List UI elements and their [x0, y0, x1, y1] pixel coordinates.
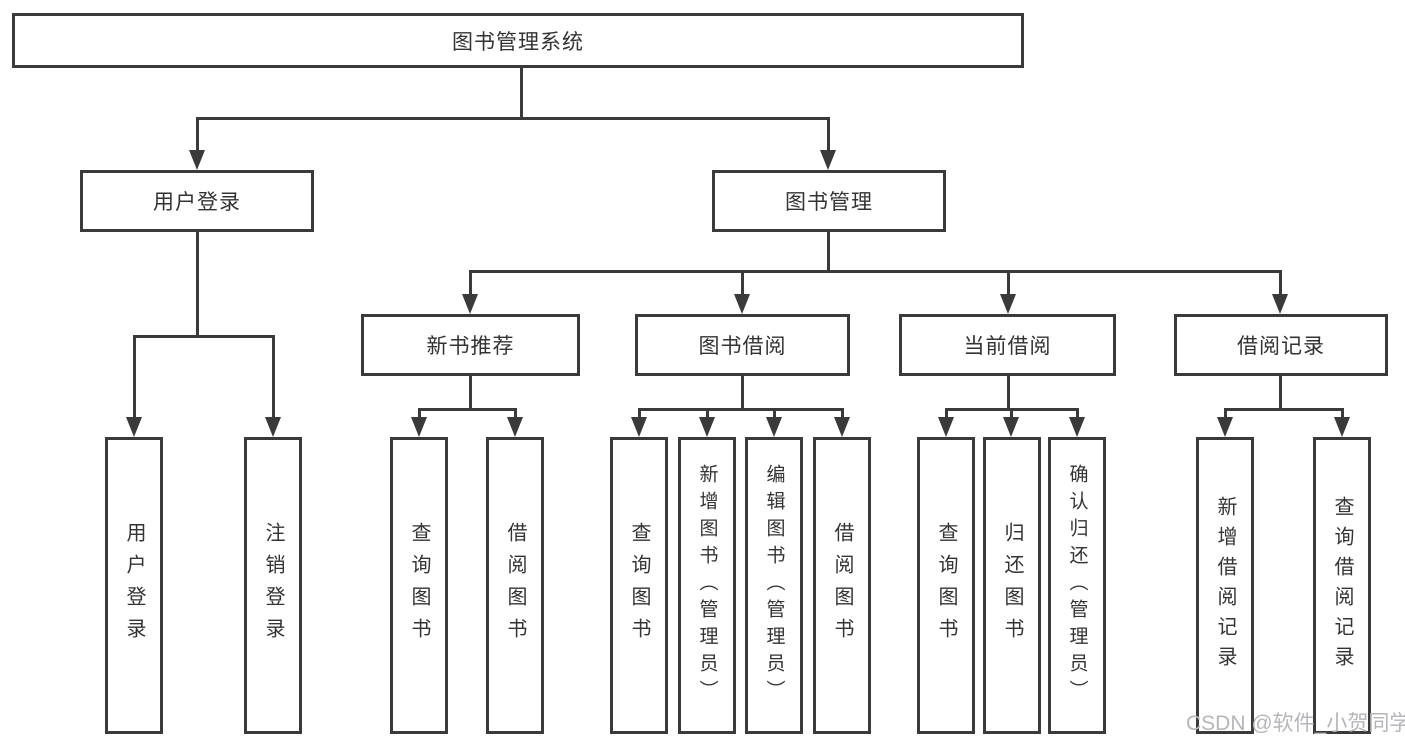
arrow-down-newrec-query: [411, 417, 427, 437]
node-borrow-records: 借阅记录: [1174, 314, 1388, 376]
connector-drop-newrec-query: [418, 408, 421, 420]
node-root: 图书管理系统: [12, 13, 1024, 68]
arrow-down-borrow-edit: [766, 417, 782, 437]
node-user-login: 用户登录: [80, 170, 314, 232]
leaf-records-query-record: 查询借阅记录: [1313, 437, 1371, 734]
connector-drop-current-borrow: [1007, 270, 1010, 296]
arrow-down-book-management: [820, 150, 836, 170]
leaf-current-confirm-return: 确认归还（管理员）: [1048, 437, 1106, 734]
leaf-user-login: 用户登录: [105, 437, 163, 734]
connector-drop-current-return: [1010, 408, 1013, 420]
arrow-down-new-book-recommend: [462, 294, 478, 314]
leaf-current-query-book: 查询图书: [917, 437, 975, 734]
connector-drop-leaf-logout: [272, 335, 275, 419]
arrow-down-current-confirm: [1069, 417, 1085, 437]
connector-drop-newrec-borrow: [514, 408, 517, 420]
connector-drop-records-query: [1341, 408, 1344, 420]
connector-book-borrow-stem: [741, 376, 744, 410]
connector-root-stem: [520, 68, 523, 118]
arrow-down-user-login: [189, 150, 205, 170]
leaf-logout: 注销登录: [244, 437, 302, 734]
arrow-down-records-add: [1217, 417, 1233, 437]
leaf-records-add-record-label: 新增借阅记录: [1214, 495, 1236, 676]
node-book-management-label: 图书管理: [785, 191, 873, 214]
connector-book-borrow-hline: [638, 408, 844, 411]
connector-drop-borrow-edit: [773, 408, 776, 420]
leaf-newrec-borrow-book-label: 借阅图书: [504, 521, 526, 650]
arrow-down-newrec-borrow: [507, 417, 523, 437]
leaf-borrow-edit-book: 编辑图书（管理员）: [745, 437, 803, 734]
leaf-current-return-book: 归还图书: [983, 437, 1041, 734]
csdn-watermark: CSDN @软件_小贺同学: [1186, 712, 1405, 735]
node-new-book-recommend: 新书推荐: [361, 314, 580, 376]
connector-drop-current-confirm: [1076, 408, 1079, 420]
leaf-records-query-record-label: 查询借阅记录: [1331, 495, 1353, 676]
connector-drop-records-add: [1224, 408, 1227, 420]
node-new-book-recommend-label: 新书推荐: [426, 335, 515, 358]
connector-drop-book-management: [827, 117, 830, 152]
connector-user-login-hline: [133, 335, 275, 338]
node-book-borrow-label: 图书借阅: [698, 335, 787, 358]
arrow-down-borrow-query: [631, 417, 647, 437]
connector-user-login-stem: [196, 232, 199, 337]
arrow-down-borrow-borrow: [834, 417, 850, 437]
connector-drop-leaf-user-login: [133, 335, 136, 419]
arrow-down-leaf-logout: [265, 417, 281, 437]
arrow-down-records-query: [1334, 417, 1350, 437]
leaf-newrec-query-book-label: 查询图书: [408, 521, 430, 650]
connector-level3-hline: [469, 270, 1282, 273]
connector-drop-new-book-recommend: [469, 270, 472, 296]
arrow-down-leaf-user-login: [126, 417, 142, 437]
leaf-current-return-book-label: 归还图书: [1001, 521, 1023, 650]
arrow-down-borrow-records: [1272, 294, 1288, 314]
arrow-down-current-borrow: [1000, 294, 1016, 314]
node-current-borrow: 当前借阅: [899, 314, 1116, 376]
connector-drop-user-login: [196, 117, 199, 152]
leaf-borrow-borrow-book-label: 借阅图书: [831, 521, 853, 650]
connector-drop-current-query: [945, 408, 948, 420]
leaf-newrec-borrow-book: 借阅图书: [486, 437, 544, 734]
connector-drop-book-borrow: [741, 270, 744, 296]
connector-new-book-recommend-stem: [469, 376, 472, 410]
connector-borrow-records-hline: [1224, 408, 1344, 411]
node-borrow-records-label: 借阅记录: [1237, 335, 1325, 358]
node-book-borrow: 图书借阅: [635, 314, 850, 376]
arrow-down-book-borrow: [734, 294, 750, 314]
arrow-down-current-return: [1003, 417, 1019, 437]
leaf-user-login-label: 用户登录: [123, 521, 145, 650]
leaf-borrow-query-book-label: 查询图书: [628, 521, 650, 650]
connector-drop-borrow-borrow: [841, 408, 844, 420]
leaf-borrow-edit-book-label: 编辑图书（管理员）: [763, 464, 785, 707]
connector-drop-borrow-query: [638, 408, 641, 420]
arrow-down-current-query: [938, 417, 954, 437]
connector-current-borrow-stem: [1007, 376, 1010, 410]
connector-drop-borrow-add: [706, 408, 709, 420]
leaf-current-confirm-return-label: 确认归还（管理员）: [1066, 464, 1088, 707]
node-user-login-label: 用户登录: [153, 191, 241, 214]
connector-new-book-recommend-hline: [418, 408, 517, 411]
leaf-borrow-add-book-label: 新增图书（管理员）: [696, 464, 718, 707]
connector-book-management-stem: [827, 232, 830, 272]
connector-drop-borrow-records: [1279, 270, 1282, 296]
arrow-down-borrow-add: [699, 417, 715, 437]
leaf-borrow-query-book: 查询图书: [610, 437, 668, 734]
leaf-borrow-add-book: 新增图书（管理员）: [678, 437, 736, 734]
node-root-label: 图书管理系统: [452, 30, 584, 54]
leaf-newrec-query-book: 查询图书: [390, 437, 448, 734]
leaf-records-add-record: 新增借阅记录: [1196, 437, 1254, 734]
connector-level2-hline: [196, 117, 830, 120]
node-current-borrow-label: 当前借阅: [963, 335, 1052, 358]
leaf-logout-label: 注销登录: [262, 521, 284, 650]
leaf-current-query-book-label: 查询图书: [935, 521, 957, 650]
leaf-borrow-borrow-book: 借阅图书: [813, 437, 871, 734]
node-book-management: 图书管理: [712, 170, 946, 232]
connector-borrow-records-stem: [1279, 376, 1282, 410]
